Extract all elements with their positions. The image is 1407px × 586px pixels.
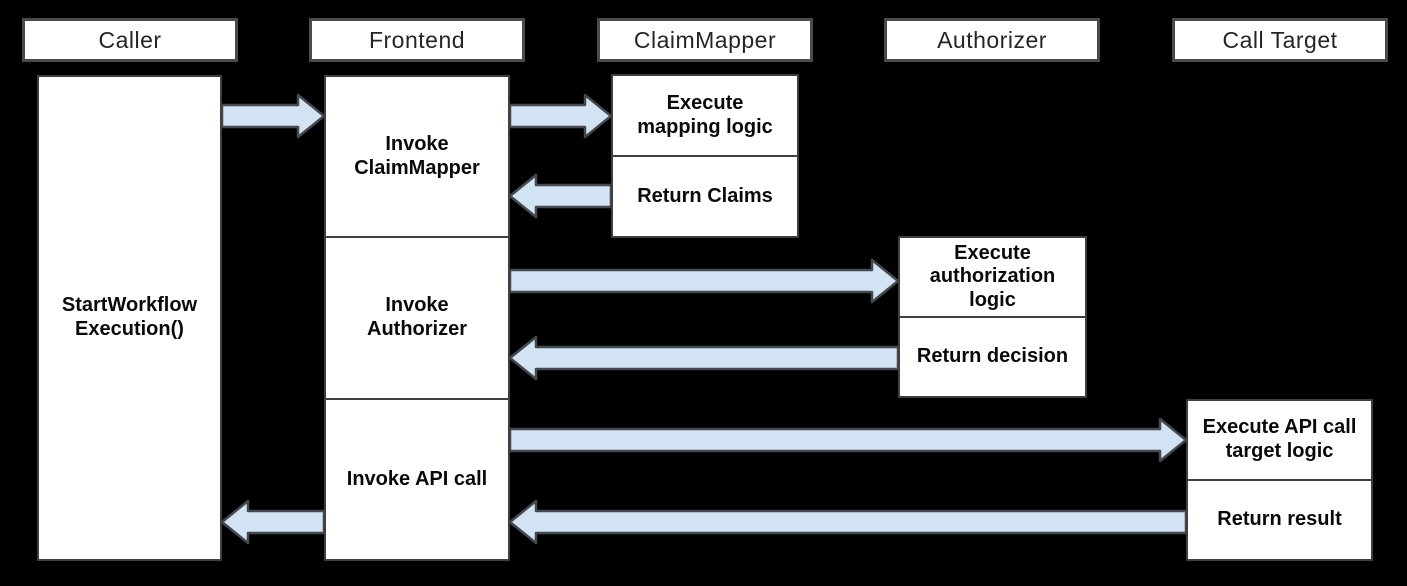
arrow-frontend-to-caller (220, 499, 326, 545)
arrow-caller-to-frontend (220, 93, 326, 139)
frontend-activation-box: Invoke ClaimMapper Invoke Authorizer Inv… (324, 75, 510, 561)
actor-label-claimmapper: ClaimMapper (633, 26, 777, 53)
section-execute-api-call-target-logic: Execute API call target logic (1202, 416, 1357, 462)
actor-header-caller: Caller (22, 18, 238, 62)
arrow-frontend-to-claimmapper (508, 93, 613, 139)
actor-label-call-target: Call Target (1222, 26, 1338, 53)
arrow-frontend-to-calltarget (508, 417, 1188, 463)
section-execute-mapping-logic: Execute mapping logic (637, 91, 773, 138)
authorizer-activation-box: Execute authorization logic Return decis… (898, 236, 1087, 398)
section-invoke-api-call: Invoke API call (326, 397, 508, 559)
actor-header-authorizer: Authorizer (884, 18, 1100, 62)
actor-label-authorizer: Authorizer (937, 26, 1047, 53)
section-return-claims: Return Claims (613, 155, 797, 236)
arrow-claimmapper-to-frontend (508, 173, 613, 219)
arrow-frontend-to-authorizer (508, 258, 900, 304)
section-invoke-authorizer: Invoke Authorizer (326, 236, 508, 397)
section-return-result: Return result (1188, 479, 1371, 559)
arrow-authorizer-to-frontend (508, 335, 900, 381)
claimmapper-activation-box: Execute mapping logic Return Claims (611, 74, 799, 238)
section-execute-authorization-logic: Execute authorization logic (929, 241, 1056, 311)
actor-header-frontend: Frontend (309, 18, 525, 62)
actor-header-claimmapper: ClaimMapper (597, 18, 813, 62)
actor-label-caller: Caller (98, 26, 162, 53)
caller-activation-box: StartWorkflow Execution() (37, 75, 222, 561)
section-return-decision: Return decision (900, 316, 1085, 396)
actor-label-frontend: Frontend (368, 26, 466, 53)
actor-header-call-target: Call Target (1172, 18, 1388, 62)
arrow-calltarget-to-frontend (508, 499, 1188, 545)
section-startworkflow-execution: StartWorkflow Execution() (61, 294, 198, 340)
call-target-activation-box: Execute API call target logic Return res… (1186, 399, 1373, 561)
section-invoke-claimmapper: Invoke ClaimMapper (354, 133, 480, 179)
